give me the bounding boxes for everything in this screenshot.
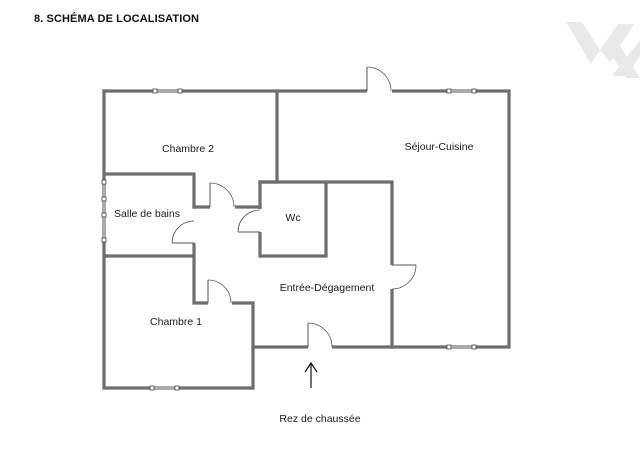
room-label-chambre-1: Chambre 1 — [150, 316, 202, 328]
room-label-salle-de-bains: Salle de bains — [114, 208, 180, 220]
walls — [102, 89, 511, 390]
room-label-entree-degagement: Entrée-Dégagement — [279, 282, 375, 294]
room-label-sejour-cuisine: Séjour-Cuisine — [404, 141, 474, 153]
doors — [171, 66, 417, 349]
arrow-up-icon — [304, 361, 318, 388]
windows — [101, 88, 477, 391]
room-label-wc: Wc — [285, 212, 301, 224]
section-title: 8. SCHÉMA DE LOCALISATION — [34, 13, 200, 25]
level-label: Rez de chaussée — [279, 413, 361, 425]
room-label-chambre-2: Chambre 2 — [162, 143, 214, 155]
